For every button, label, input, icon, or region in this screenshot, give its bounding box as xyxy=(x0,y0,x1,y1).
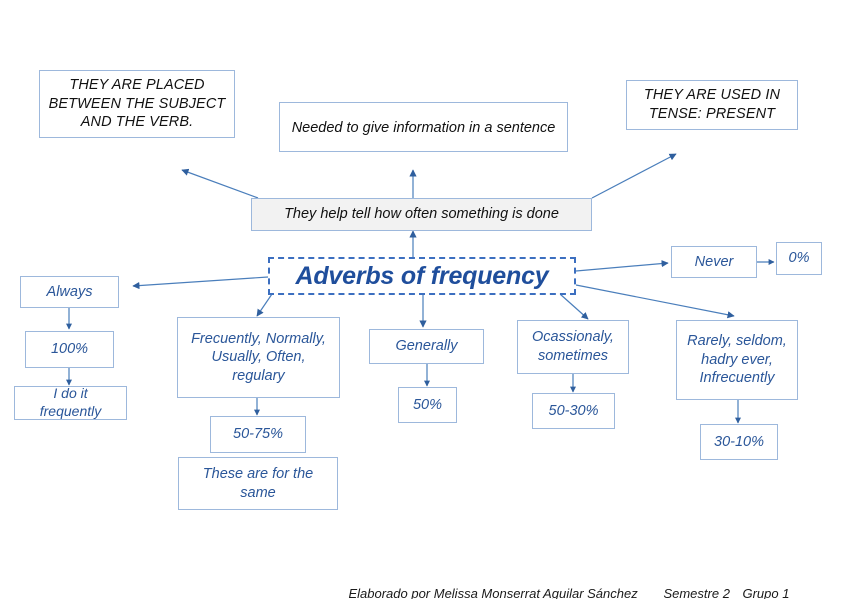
node-generally[interactable]: Generally xyxy=(369,329,484,364)
node-label: Always xyxy=(46,283,93,300)
node-generally-percent[interactable]: 50% xyxy=(398,387,457,423)
connector-title-to-frequently xyxy=(256,293,273,317)
connector-title-to-rarely xyxy=(575,284,735,319)
node-frequently[interactable]: Frecuently, Normally, Usually, Often, re… xyxy=(177,317,340,398)
node-they-are-used-in-tense[interactable]: THEY ARE USED IN TENSE: PRESENT xyxy=(626,80,798,130)
connector-title-to-never xyxy=(575,259,669,272)
node-always-percent[interactable]: 100% xyxy=(25,331,114,368)
node-they-are-placed[interactable]: THEY ARE PLACED BETWEEN THE SUBJECT AND … xyxy=(39,70,235,138)
node-label: 100% xyxy=(50,341,89,358)
footer-semester-label: Semestre 2 xyxy=(663,586,730,599)
node-frequently-percent[interactable]: 50-75% xyxy=(210,416,306,453)
node-label: 50-75% xyxy=(233,426,283,443)
node-never[interactable]: Never xyxy=(671,246,757,278)
node-label: Needed to give information in a sentence xyxy=(291,119,556,136)
footer-credit: Elaborado por Melissa Monserrat Aguilar … xyxy=(334,571,638,599)
node-label: These are for the same xyxy=(202,465,314,501)
node-label: I do it frequently xyxy=(39,385,102,419)
node-label: THEY ARE USED IN TENSE: PRESENT xyxy=(643,87,781,122)
node-label: They help tell how often something is do… xyxy=(284,206,559,223)
connector-hub-to-placed xyxy=(181,168,259,199)
connector-hub-to-tense xyxy=(591,153,677,199)
footer-group: Grupo 1 xyxy=(728,571,789,599)
node-label: Generally xyxy=(395,338,458,355)
node-label: Frecuently, Normally, Usually, Often, re… xyxy=(191,330,326,384)
connector-title-to-occasionally xyxy=(559,293,589,320)
node-rarely-percent[interactable]: 30-10% xyxy=(700,424,778,460)
node-label: 0% xyxy=(788,250,810,267)
node-never-percent[interactable]: 0% xyxy=(776,242,822,275)
node-hub-they-help-tell[interactable]: They help tell how often something is do… xyxy=(251,198,592,231)
footer-author: Elaborado por Melissa Monserrat Aguilar … xyxy=(348,586,638,599)
node-occasionally-percent[interactable]: 50-30% xyxy=(532,393,615,429)
footer-semester: Semestre 2 xyxy=(649,571,730,599)
node-rarely[interactable]: Rarely, seldom, hadry ever, Infrecuently xyxy=(676,320,798,400)
connector-title-to-always xyxy=(132,276,269,290)
node-frequently-note[interactable]: These are for the same xyxy=(178,457,338,510)
node-label: Never xyxy=(694,253,734,270)
node-always[interactable]: Always xyxy=(20,276,119,308)
node-label: 50% xyxy=(412,396,443,413)
node-always-note[interactable]: I do it frequently xyxy=(14,385,127,420)
footer-group-label: Grupo 1 xyxy=(742,586,790,599)
node-label: Rarely, seldom, hadry ever, Infrecuently xyxy=(687,333,787,387)
node-label: 50-30% xyxy=(548,402,599,419)
node-label: THEY ARE PLACED BETWEEN THE SUBJECT AND … xyxy=(48,77,226,131)
node-label: Adverbs of frequency xyxy=(295,262,549,290)
node-occasionally[interactable]: Ocassionaly, sometimes xyxy=(517,320,629,374)
node-label: 30-10% xyxy=(714,433,764,450)
node-needed-to-give-information[interactable]: Needed to give information in a sentence xyxy=(279,102,568,152)
node-label: Ocassionaly, sometimes xyxy=(532,329,614,364)
node-central-adverbs-of-frequency[interactable]: Adverbs of frequency xyxy=(268,257,576,295)
